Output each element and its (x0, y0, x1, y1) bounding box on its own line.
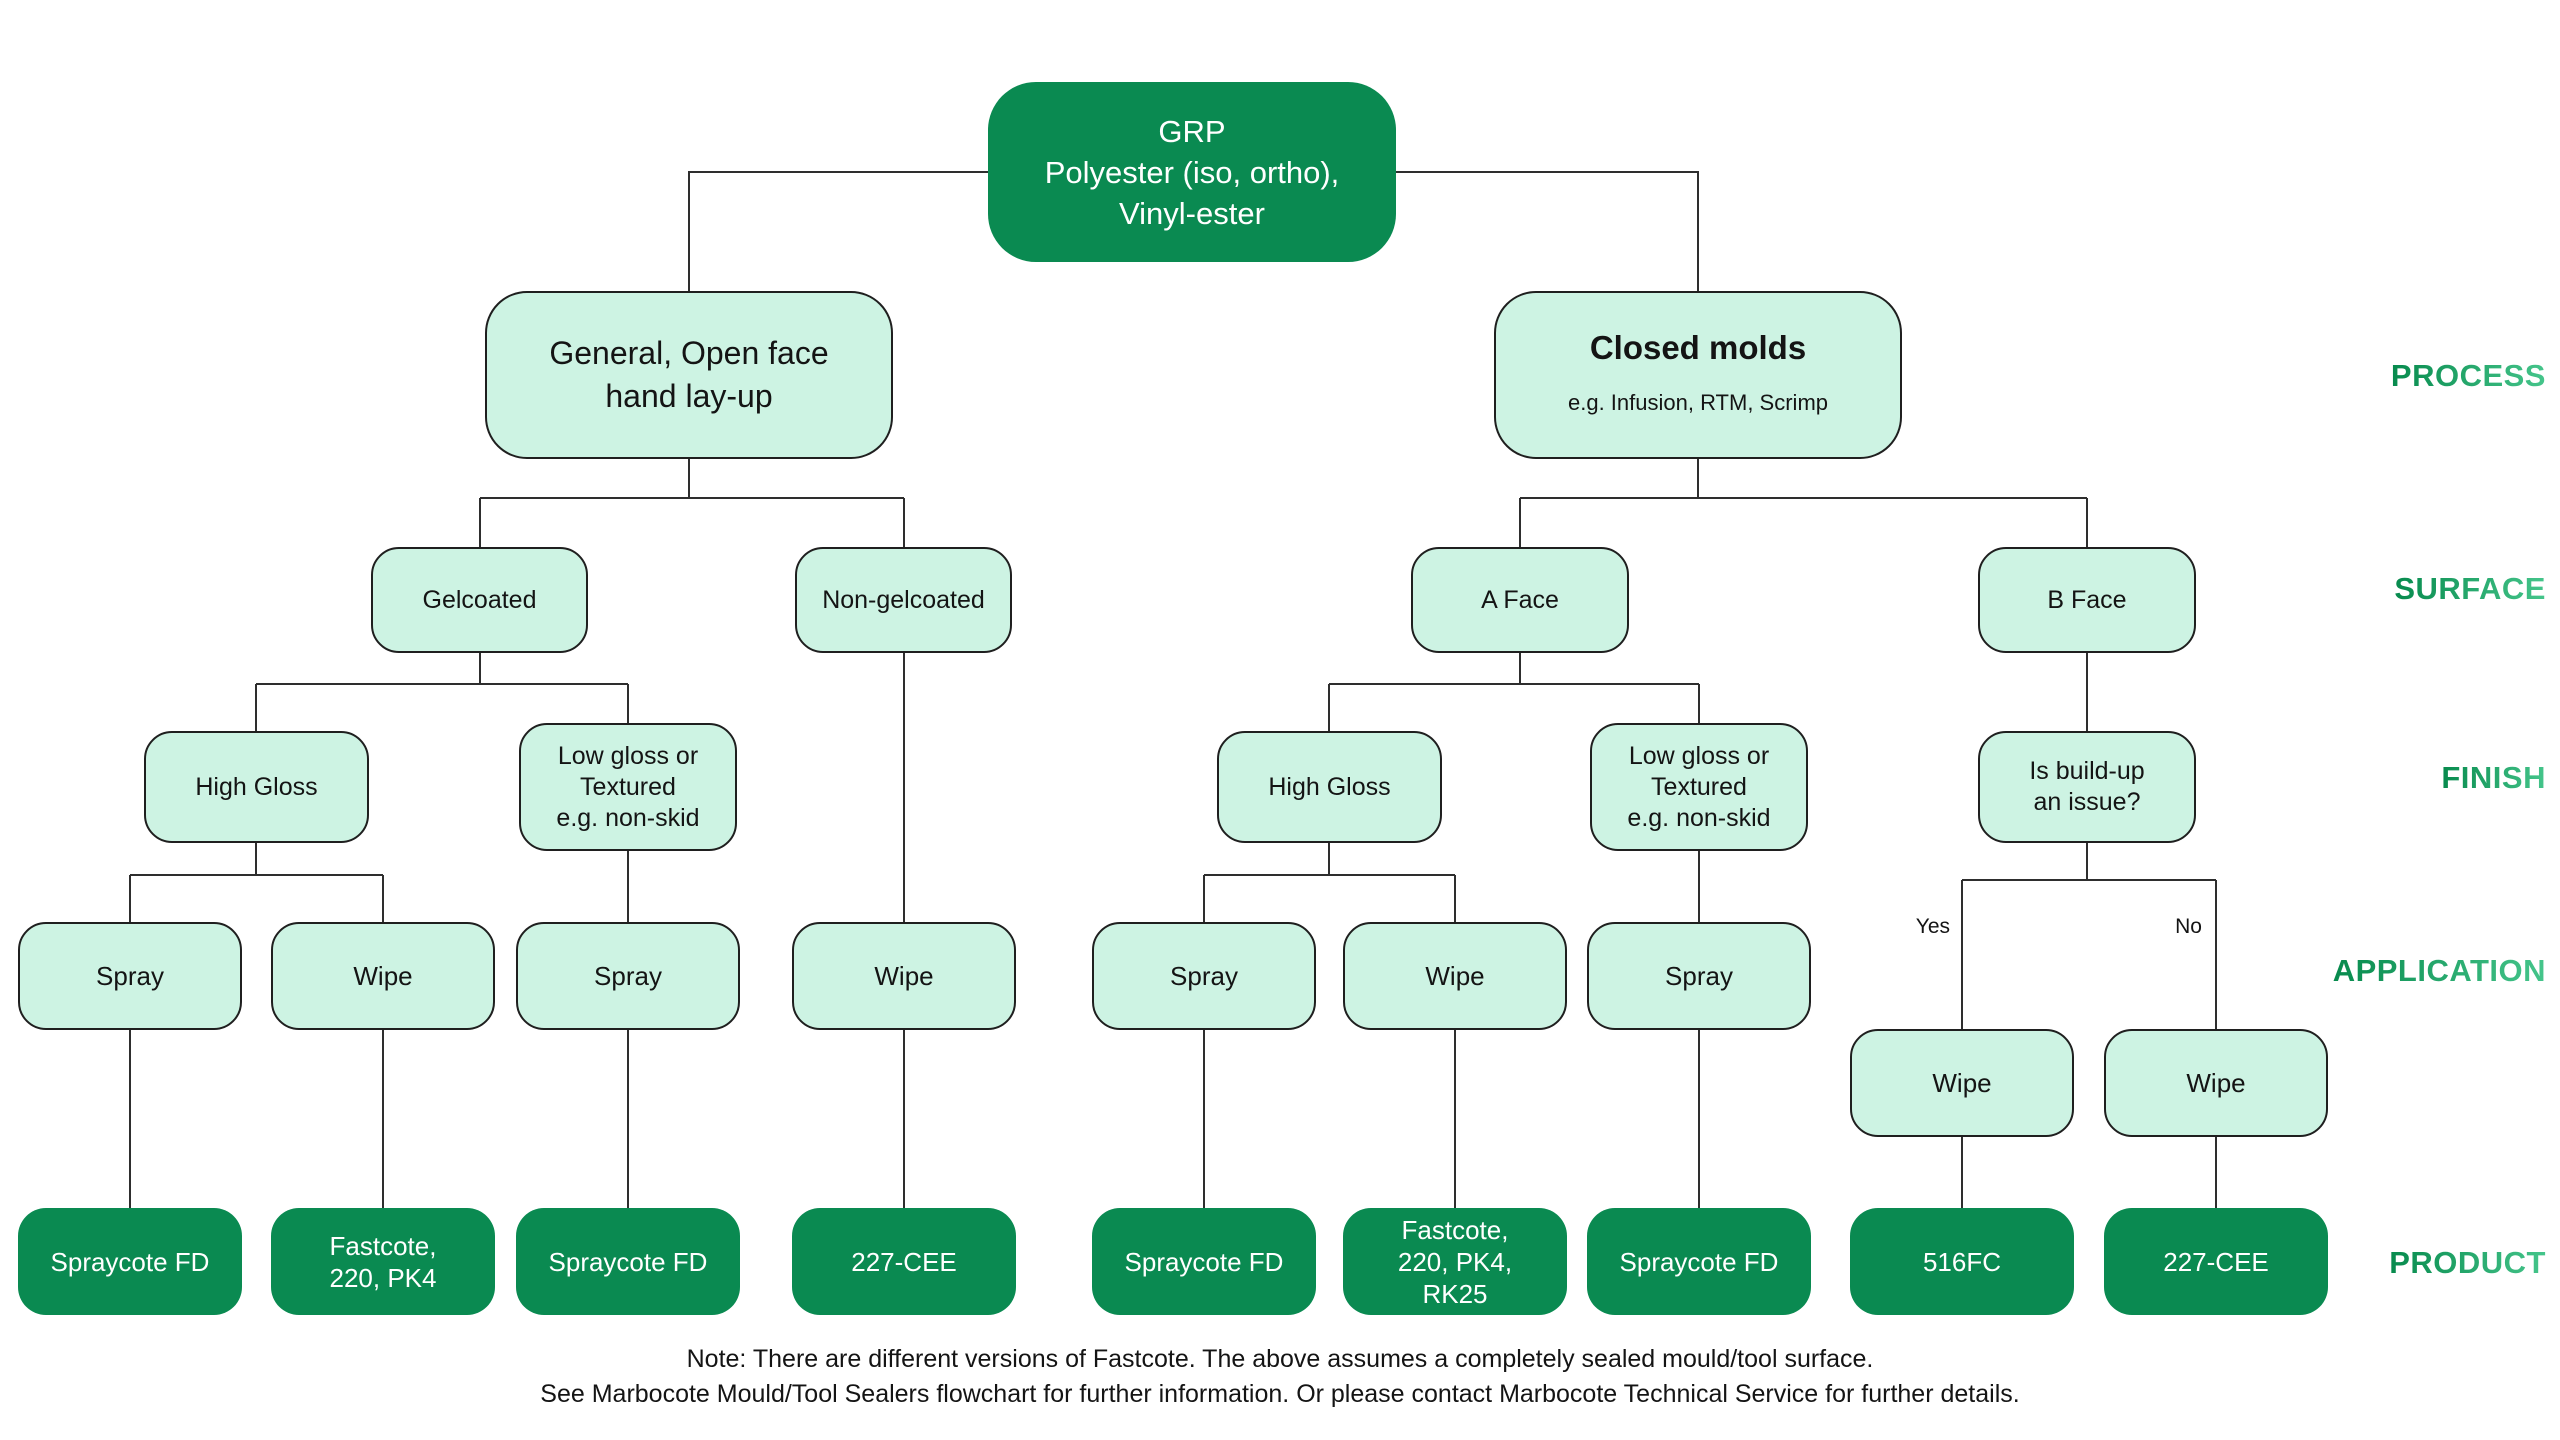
node-finish-high-gloss-closed: High Gloss (1217, 731, 1442, 843)
node-application-spray-open-high-gloss: Spray (18, 922, 242, 1030)
node-surface-non-gelcoated-label: Non-gelcoated (822, 585, 985, 614)
node-product-label: Fastcote, 220, PK4, RK25 (1397, 1214, 1513, 1309)
branch-label-yes: Yes (1915, 915, 1950, 938)
node-product-spraycote-fd-3: Spraycote FD (1092, 1208, 1316, 1315)
node-finish-low-gloss-open-label: Low gloss or Textured e.g. non-skid (556, 741, 700, 832)
node-finish-high-gloss-closed-label: High Gloss (1268, 772, 1391, 801)
stage-label-application: APPLICATION (2332, 953, 2546, 988)
note-text: Note: There are different versions of Fa… (540, 1345, 2020, 1408)
node-product-516fc: 516FC (1850, 1208, 2074, 1315)
node-application-label: Spray (1170, 961, 1238, 991)
stage-label-finish: FINISH (2441, 760, 2546, 795)
node-product-label: 516FC (1922, 1246, 2002, 1277)
node-product-label: Spraycote FD (50, 1246, 210, 1277)
node-product-label: Spraycote FD (548, 1246, 708, 1277)
node-product-label: 227-CEE (851, 1246, 957, 1277)
stage-label-surface: SURFACE (2394, 571, 2546, 606)
node-product-label: Spraycote FD (1619, 1246, 1779, 1277)
node-application-label: Wipe (874, 961, 934, 991)
node-surface-gelcoated: Gelcoated (371, 547, 588, 653)
node-finish-low-gloss-closed-label: Low gloss or Textured e.g. non-skid (1627, 741, 1771, 832)
node-finish-low-gloss-open: Low gloss or Textured e.g. non-skid (519, 723, 737, 851)
node-application-wipe-build-up-no: Wipe (2104, 1029, 2328, 1137)
node-product-spraycote-fd-1: Spraycote FD (18, 1208, 242, 1315)
node-application-label: Spray (1665, 961, 1733, 991)
node-product-227-cee-1: 227-CEE (792, 1208, 1016, 1315)
node-application-wipe-closed-high-gloss: Wipe (1343, 922, 1567, 1030)
node-process-closed-molds-sublabel: e.g. Infusion, RTM, Scrimp (1567, 390, 1828, 415)
node-product-fastcote-220-pk4-rk25: Fastcote, 220, PK4, RK25 (1343, 1208, 1567, 1315)
node-surface-b-face-label: B Face (2047, 585, 2127, 614)
node-application-label: Spray (96, 961, 164, 991)
stage-label-product: PRODUCT (2389, 1245, 2546, 1280)
node-application-wipe-open-high-gloss: Wipe (271, 922, 495, 1030)
node-application-label: Wipe (1932, 1068, 1992, 1098)
node-product-label: 227-CEE (2163, 1246, 2269, 1277)
node-process-open-face: General, Open face hand lay-up (485, 291, 893, 459)
node-process-open-face-label: General, Open face hand lay-up (549, 335, 829, 414)
node-product-label: Spraycote FD (1124, 1246, 1284, 1277)
node-product-fastcote-220-pk4: Fastcote, 220, PK4 (271, 1208, 495, 1315)
node-grp-root-label: GRP Polyester (iso, ortho), Vinyl-ester (1044, 113, 1340, 231)
node-finish-build-up-question: Is build-up an issue? (1978, 731, 2196, 843)
node-surface-b-face: B Face (1978, 547, 2196, 653)
node-product-227-cee-2: 227-CEE (2104, 1208, 2328, 1315)
node-surface-gelcoated-label: Gelcoated (422, 585, 537, 614)
node-finish-high-gloss-open-label: High Gloss (195, 772, 318, 801)
node-finish-high-gloss-open: High Gloss (144, 731, 369, 843)
node-application-wipe-build-up-yes: Wipe (1850, 1029, 2074, 1137)
node-application-label: Spray (594, 961, 662, 991)
node-process-closed-molds-label: Closed molds (1589, 329, 1807, 366)
node-application-label: Wipe (353, 961, 413, 991)
node-application-label: Wipe (2186, 1068, 2246, 1098)
node-product-spraycote-fd-4: Spraycote FD (1587, 1208, 1811, 1315)
node-finish-build-up-question-label: Is build-up an issue? (2029, 757, 2145, 816)
node-application-spray-open-low-gloss: Spray (516, 922, 740, 1030)
node-surface-non-gelcoated: Non-gelcoated (795, 547, 1012, 653)
node-application-label: Wipe (1425, 961, 1485, 991)
node-product-spraycote-fd-2: Spraycote FD (516, 1208, 740, 1315)
node-application-spray-closed-high-gloss: Spray (1092, 922, 1316, 1030)
node-application-wipe-non-gelcoated: Wipe (792, 922, 1016, 1030)
node-surface-a-face-label: A Face (1481, 585, 1559, 614)
stage-label-process: PROCESS (2390, 358, 2546, 393)
node-grp-root: GRP Polyester (iso, ortho), Vinyl-ester (988, 82, 1396, 262)
node-finish-low-gloss-closed: Low gloss or Textured e.g. non-skid (1590, 723, 1808, 851)
node-product-label: Fastcote, 220, PK4 (329, 1230, 437, 1293)
branch-label-no: No (2175, 915, 2202, 938)
node-surface-a-face: A Face (1411, 547, 1629, 653)
node-application-spray-closed-low-gloss: Spray (1587, 922, 1811, 1030)
node-process-closed-molds: Closed molds e.g. Infusion, RTM, Scrimp (1494, 291, 1902, 459)
